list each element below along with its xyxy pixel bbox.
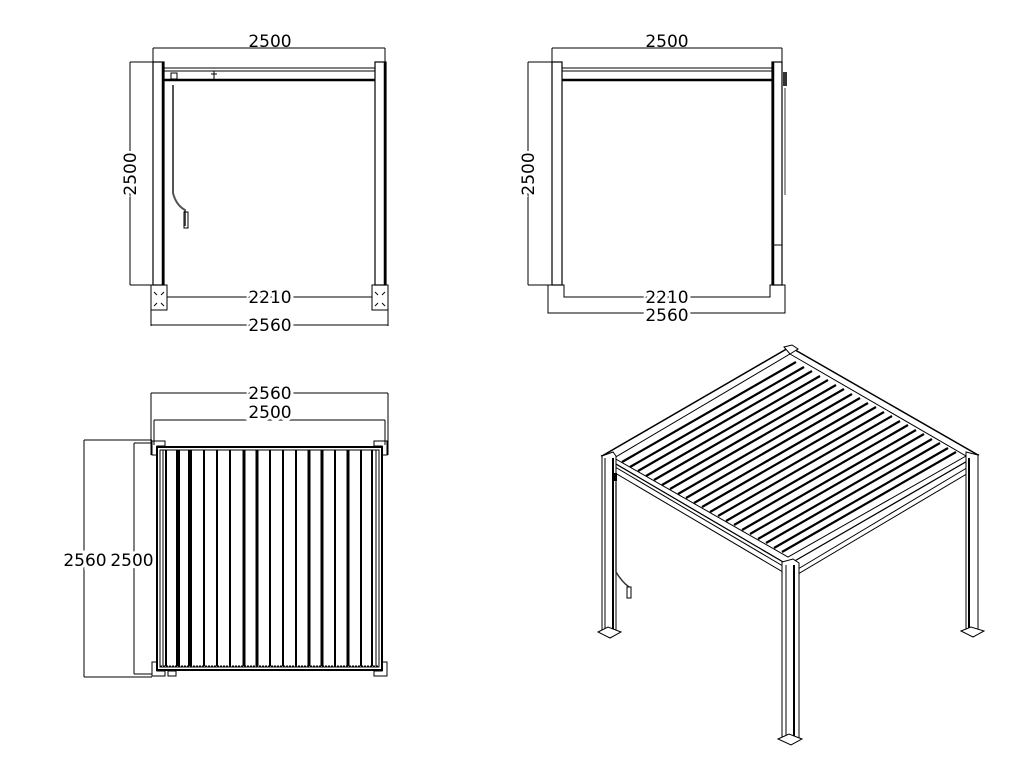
side-base bbox=[547, 284, 786, 314]
front-inner-width-label: 2210 bbox=[248, 288, 291, 308]
side-base-width-dimension: 2560 bbox=[642, 303, 691, 329]
top-outer-width-label: 2560 bbox=[248, 384, 291, 404]
front-height-dimension: 2500 bbox=[119, 61, 153, 286]
side-height-label: 2500 bbox=[519, 152, 539, 195]
iso-post-back bbox=[783, 344, 799, 355]
front-crank-rod bbox=[172, 85, 186, 226]
iso-louvers bbox=[621, 361, 957, 553]
front-top-width-dimension: 2500 bbox=[152, 32, 386, 63]
top-outer-depth-dimension: 2560 bbox=[60, 439, 152, 678]
side-inner-width-dimension: 2210 bbox=[642, 285, 691, 311]
iso-crank bbox=[612, 473, 632, 599]
top-inner-depth-label: 2500 bbox=[110, 551, 153, 571]
front-inner-width-dimension: 2210 bbox=[167, 285, 372, 311]
side-view: 2500 2500 2210 2560 bbox=[517, 32, 787, 329]
front-left-foot bbox=[150, 284, 168, 311]
front-right-foot bbox=[371, 284, 389, 311]
side-height-dimension: 2500 bbox=[517, 61, 552, 286]
top-inner-depth-dimension: 2500 bbox=[107, 442, 157, 675]
iso-post-front bbox=[776, 558, 804, 746]
side-top-width-label: 2500 bbox=[645, 32, 688, 52]
front-base-width-dimension: 2560 bbox=[150, 310, 389, 339]
isometric-view bbox=[596, 344, 986, 746]
top-louvers bbox=[162, 450, 377, 666]
side-base-width-label: 2560 bbox=[645, 306, 688, 326]
top-view: 2560 2500 2560 2500 bbox=[60, 381, 389, 678]
front-view: 2500 2500 bbox=[119, 32, 389, 339]
iso-post-right bbox=[959, 451, 986, 638]
front-height-label: 2500 bbox=[121, 152, 141, 195]
front-base-width-label: 2560 bbox=[248, 316, 291, 336]
top-outer-depth-label: 2560 bbox=[63, 551, 106, 571]
top-inner-width-label: 2500 bbox=[248, 403, 291, 423]
top-outer-width-dimension: 2560 bbox=[150, 381, 389, 455]
top-crank-marker bbox=[167, 670, 177, 677]
side-left-post bbox=[551, 61, 563, 286]
side-crank-pulley bbox=[783, 72, 787, 86]
front-crank-handle bbox=[183, 211, 189, 229]
top-inner-width-dimension: 2500 bbox=[153, 400, 386, 445]
iso-post-left bbox=[596, 451, 623, 639]
top-frame bbox=[156, 446, 383, 671]
front-crank-pulley bbox=[170, 72, 178, 80]
side-top-width-dimension: 2500 bbox=[551, 32, 783, 63]
side-inner-width-label: 2210 bbox=[645, 288, 688, 308]
front-top-width-label: 2500 bbox=[248, 32, 291, 52]
